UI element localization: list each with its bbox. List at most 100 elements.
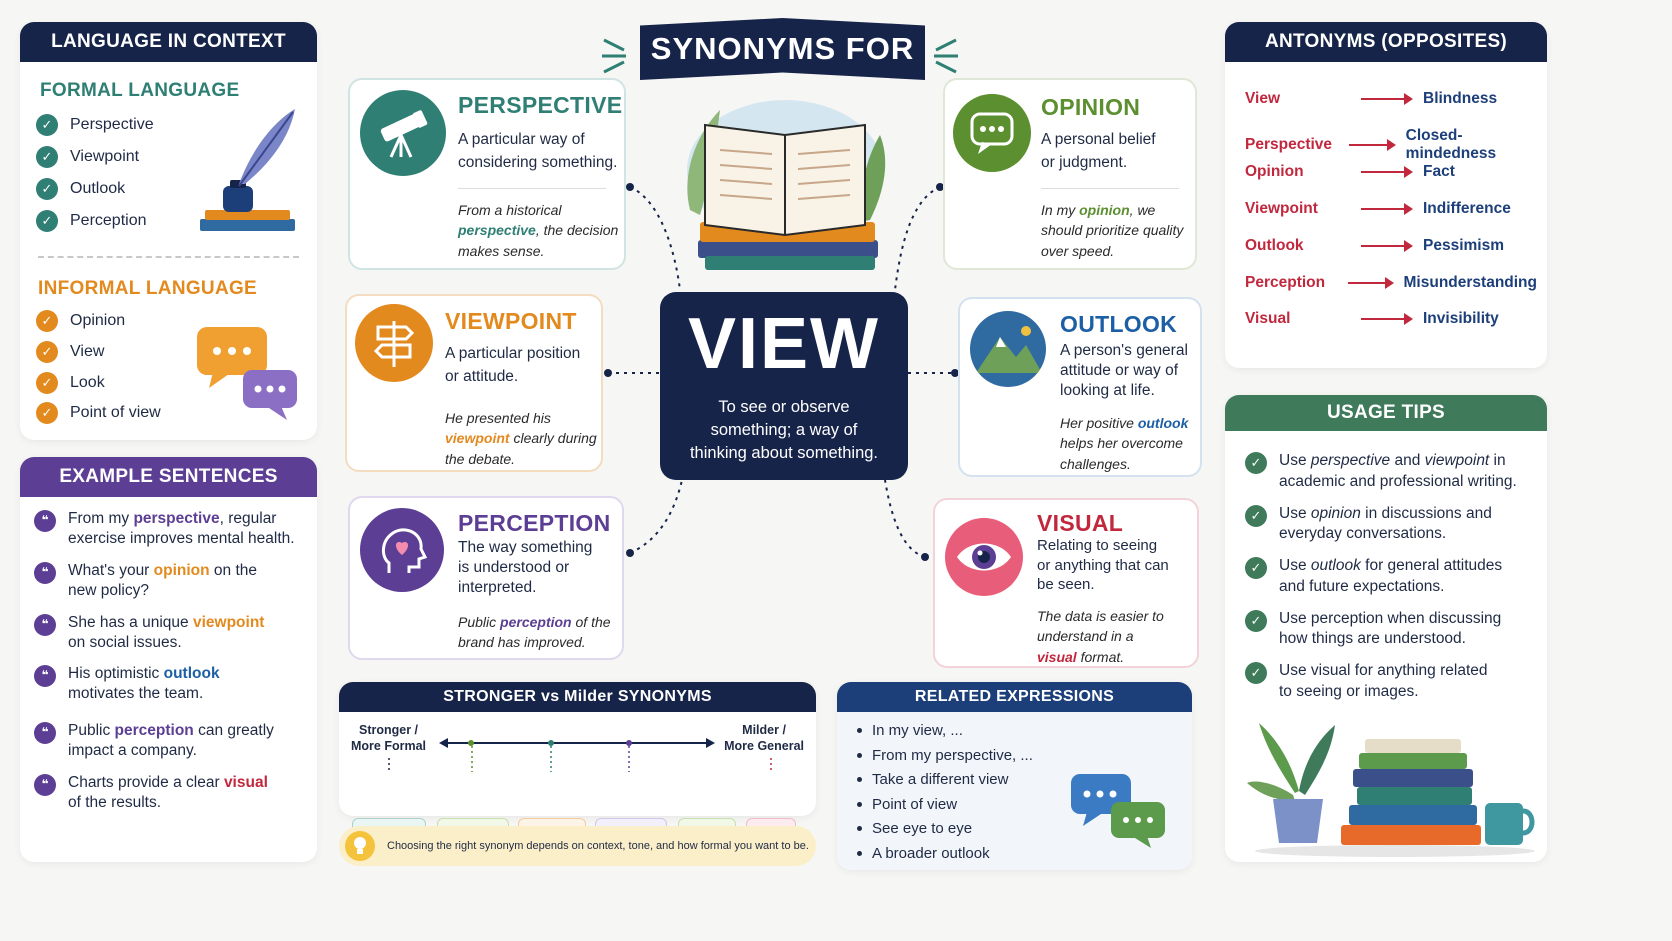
informal-item: ✓Opinion — [36, 310, 125, 332]
books-plant-illustration — [1247, 723, 1535, 857]
title-banner: SYNONYMS FOR — [640, 18, 925, 80]
check-icon: ✓ — [36, 114, 58, 136]
related-expressions-panel: RELATED EXPRESSIONS In my view, ... From … — [837, 682, 1192, 870]
card-definition: A particular position or attitude. — [445, 345, 581, 386]
related-expression: A broader outlook — [857, 845, 990, 862]
formal-item: ✓Outlook — [36, 178, 125, 200]
card-outlook: OUTLOOK A person's general attitude or w… — [958, 297, 1202, 477]
card-viewpoint: VIEWPOINT A particular position or attit… — [345, 294, 603, 472]
open-book-illustration — [687, 100, 886, 270]
informal-language-title: INFORMAL LANGUAGE — [38, 278, 258, 299]
formal-item: ✓Viewpoint — [36, 146, 139, 168]
usage-tips-header: USAGE TIPS — [1225, 395, 1547, 431]
check-icon: ✓ — [36, 372, 58, 394]
example-sentences-panel: EXAMPLE SENTENCES ❝From my perspective, … — [20, 457, 317, 862]
check-icon: ✓ — [36, 146, 58, 168]
arrow-right-icon — [1361, 313, 1413, 326]
check-icon: ✓ — [1245, 452, 1267, 474]
card-opinion: OPINION A personal belief or judgment. I… — [943, 78, 1197, 270]
arrow-right-icon — [1349, 138, 1396, 151]
card-definition: Relating to seeing or anything that can … — [1037, 537, 1169, 593]
telescope-icon — [360, 90, 446, 176]
divider — [38, 256, 299, 258]
scale-tick-lines — [388, 746, 772, 772]
check-icon: ✓ — [1245, 609, 1267, 632]
chat-bubbles-icon — [197, 327, 297, 420]
head-heart-icon — [360, 508, 444, 592]
formal-language-title: FORMAL LANGUAGE — [40, 80, 240, 101]
synonym-strength-header: STRONGER vs Milder SYNONYMS — [339, 682, 816, 712]
related-expression: Take a different view — [857, 771, 1008, 788]
speech-bubble-icon — [953, 94, 1031, 172]
card-title: OPINION — [1041, 94, 1141, 120]
related-expression: In my view, ... — [857, 722, 963, 739]
divider — [458, 188, 606, 189]
card-example: Public perception of the brand has impro… — [458, 614, 611, 651]
informal-item: ✓Look — [36, 372, 105, 394]
check-icon: ✓ — [36, 402, 58, 424]
arrow-right-icon — [1361, 239, 1413, 252]
check-icon: ✓ — [36, 210, 58, 232]
usage-tips-panel: USAGE TIPS ✓Use perspective and viewpoin… — [1225, 395, 1547, 862]
card-title: PERSPECTIVE — [458, 92, 623, 118]
center-word-box: VIEW To see or observe something; a way … — [660, 292, 908, 480]
card-perception: PERCEPTION The way something is understo… — [348, 496, 624, 660]
check-icon: ✓ — [1245, 504, 1267, 527]
divider — [1041, 188, 1179, 189]
card-perspective: PERSPECTIVE A particular way of consider… — [348, 78, 626, 270]
quote-icon: ❝ — [34, 722, 56, 744]
check-icon: ✓ — [1245, 557, 1267, 579]
quote-icon: ❝ — [34, 774, 56, 796]
check-icon: ✓ — [1245, 662, 1267, 684]
lightbulb-icon — [345, 831, 375, 861]
language-in-context-header: LANGUAGE IN CONTEXT — [20, 22, 317, 62]
related-expression: From my perspective, ... — [857, 747, 1033, 764]
title-decoration — [602, 38, 958, 74]
card-example: In my opinion, we should prioritize qual… — [1041, 202, 1184, 259]
card-visual: VISUAL Relating to seeing or anything th… — [933, 498, 1199, 668]
quill-ink-icon — [200, 109, 295, 231]
scale-arrow — [439, 738, 715, 748]
formal-item: ✓Perception — [36, 210, 147, 232]
arrow-right-icon — [1361, 93, 1413, 105]
check-icon: ✓ — [36, 341, 58, 363]
card-definition: A person's general attitude or way of lo… — [1060, 342, 1188, 400]
center-word: VIEW — [687, 304, 880, 384]
card-title: VIEWPOINT — [445, 308, 577, 334]
card-title: OUTLOOK — [1060, 311, 1178, 337]
arrow-right-icon — [1347, 276, 1394, 289]
tip-text: Choosing the right synonym depends on co… — [387, 840, 809, 852]
synonym-strength-panel: STRONGER vs Milder SYNONYMS Stronger / M… — [339, 682, 816, 816]
tip-bar: Choosing the right synonym depends on co… — [339, 826, 816, 866]
quote-icon: ❝ — [34, 614, 56, 636]
related-expressions-header: RELATED EXPRESSIONS — [837, 682, 1192, 712]
chat-bubbles-icon — [1071, 774, 1165, 848]
quote-icon: ❝ — [34, 510, 56, 532]
quote-icon: ❝ — [34, 665, 56, 687]
scale-right-label: Milder / More General — [724, 723, 804, 754]
arrow-right-icon — [1361, 166, 1413, 179]
page-title: SYNONYMS FOR — [650, 31, 915, 66]
arrow-right-icon — [1361, 203, 1413, 216]
card-title: PERCEPTION — [458, 510, 611, 536]
mountain-icon — [970, 311, 1046, 387]
quote-icon: ❝ — [34, 562, 56, 584]
informal-item: ✓Point of view — [36, 402, 161, 424]
